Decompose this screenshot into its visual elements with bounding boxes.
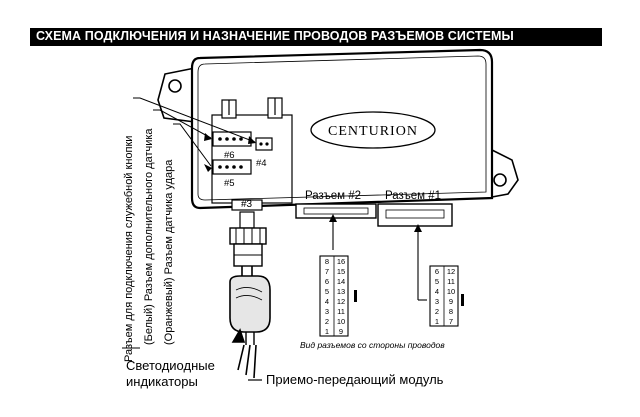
pin-2-r1-a: 7 [325,267,329,276]
pin-1-r2-a: 4 [435,287,439,296]
connector-4: #4 [255,137,273,169]
connector-5: #5 [212,159,252,189]
pin-1-r2-b: 10 [447,287,455,296]
connector-5-label: #5 [224,178,235,189]
pin-2-r3-a: 5 [325,287,329,296]
pin-2-r2-a: 6 [325,277,329,286]
pinout-table-1: 6 12 5 11 4 10 3 9 2 8 1 7 [429,265,464,327]
side-labels: Разъем для подключения служебной кнопки … [123,128,175,362]
pin-2-r7-a: 1 [325,327,329,336]
pin-1-r5-b: 7 [449,317,453,326]
pin-1-r4-a: 2 [435,307,439,316]
pin-2-r0-a: 8 [325,257,329,266]
connector-4-label: #4 [256,158,267,169]
brand-badge: CENTURION [310,111,436,149]
brand-label: CENTURION [328,124,418,139]
pin-2-r5-a: 3 [325,307,329,316]
arrow-heads [204,133,256,172]
pin-1-r5-a: 1 [435,317,439,326]
connector-2-label: Разъем #2 [305,190,361,202]
pin-2-r4-a: 4 [325,297,329,306]
pin-2-r3-b: 13 [337,287,345,296]
connector-housing [211,97,293,204]
pin-2-r7-b: 9 [339,327,343,336]
pin-2-r0-b: 16 [337,257,345,266]
alarm-unit-body [190,48,494,210]
pin-1-r3-b: 9 [449,297,453,306]
led-label-line1: Светодиодные [126,358,215,373]
pinout-arrows [332,220,427,301]
connector-3-label: #3 [241,199,253,210]
led-label-line2: индикаторы [126,374,198,389]
connector-6-label: #6 [224,150,235,161]
label-arrows [133,97,256,167]
pin-2-r4-b: 12 [337,297,345,306]
pin-1-r3-a: 3 [435,297,439,306]
led-wires [231,328,257,379]
connector-2: Разъем #2 [295,190,377,219]
pin-1-r1-a: 5 [435,277,439,286]
pin-1-r0-b: 12 [447,267,455,276]
left-mounting-ear [157,67,196,123]
pin-2-r5-b: 11 [337,307,345,316]
pinout-table-2: 8 16 7 15 6 14 5 13 4 12 3 11 2 10 1 9 [319,255,357,337]
pinout-arrow-heads [329,214,422,232]
connector-3: #3 [229,199,271,345]
pin-1-r0-a: 6 [435,267,439,276]
pin-1-r4-b: 8 [449,307,453,316]
pin-2-r1-b: 15 [337,267,345,276]
pin-2-r6-b: 10 [337,317,345,326]
connector-1-label: Разъем #1 [385,190,441,202]
transceiver-label: Приемо-передающий модуль [266,372,444,387]
connector-1: Разъем #1 [377,190,453,227]
title-bar: СХЕМА ПОДКЛЮЧЕНИЯ И НАЗНАЧЕНИЕ ПРОВОДОВ … [30,28,602,46]
pinout-caption: Вид разъемов со стороны проводов [300,340,445,350]
pin-2-r6-a: 2 [325,317,329,326]
pin-2-r2-b: 14 [337,277,345,286]
service-button-label: Разъем для подключения служебной кнопки [123,136,135,362]
pin-1-r1-b: 11 [447,277,455,286]
extra-sensor-label: (Белый) Разъем дополнительного датчика [143,128,155,345]
page-title: СХЕМА ПОДКЛЮЧЕНИЯ И НАЗНАЧЕНИЕ ПРОВОДОВ … [36,29,514,43]
shock-sensor-label: (Оранжевый) Разъем датчика удара [163,159,175,345]
